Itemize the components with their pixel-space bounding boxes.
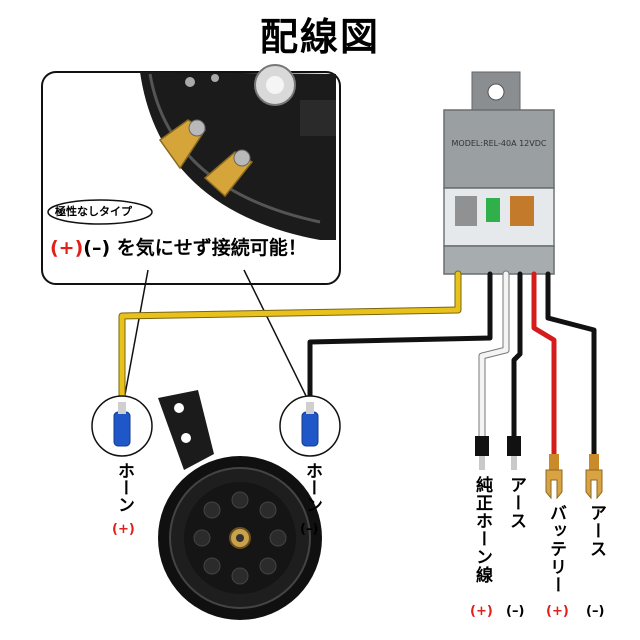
relay-model-text: MODEL:REL-40A 12VDC: [452, 139, 547, 148]
callout-plus: (+): [50, 237, 84, 259]
black-wire-horn: [307, 271, 493, 415]
fork-terminal-ground: [585, 454, 603, 500]
black-wire-ground-1: [511, 271, 523, 441]
wire-polarity-battery: (+): [546, 604, 569, 619]
spade-terminal-2: [203, 149, 254, 198]
relay: MODEL:REL-40A 12VDC: [443, 71, 555, 275]
wire-end-2: [507, 436, 521, 470]
inset-callout: (+)(–) を気にせず接続可能！: [50, 233, 307, 260]
wire-polarity-ground-2: (–): [586, 604, 605, 619]
wire-polarity-ground-1: (–): [506, 604, 525, 619]
leader-line-left: [123, 269, 149, 401]
badge-outline: [47, 199, 153, 225]
horn-terminal-minus: [279, 395, 341, 457]
leader-line-right: [243, 269, 309, 401]
wire-label-ground-1: アース: [506, 476, 526, 530]
fork-terminal-battery: [545, 454, 563, 500]
horn-minus-label: ホーン: [302, 462, 322, 513]
wire-label-original-horn: 純正ホーン線: [472, 476, 492, 584]
wire-polarity-original-horn: (+): [470, 604, 493, 619]
non-polar-badge: 極性なしタイプ: [55, 205, 132, 218]
relay-coil: [510, 196, 534, 226]
wire-label-ground-2: アース: [586, 504, 606, 558]
inset-box: [41, 64, 341, 285]
horn-minus-polarity: (–): [300, 522, 319, 537]
wire-label-battery: バッテリー: [546, 504, 566, 594]
callout-text: (–) を気にせず接続可能！: [83, 237, 307, 259]
yellow-wire: [118, 270, 462, 416]
page-title: 配線図: [259, 15, 380, 59]
horn-image: [158, 390, 322, 620]
relay-mount-hole: [487, 83, 505, 101]
wire-end-1: [475, 436, 489, 470]
horn-plus-polarity: (+): [112, 522, 135, 537]
horn-plus-label: ホーン: [114, 462, 134, 513]
black-wire-ground-2: [545, 271, 597, 459]
horn-terminal-plus: [91, 395, 153, 457]
relay-led: [486, 198, 500, 222]
red-wire: [531, 271, 557, 459]
spade-terminal-1: [158, 119, 207, 170]
